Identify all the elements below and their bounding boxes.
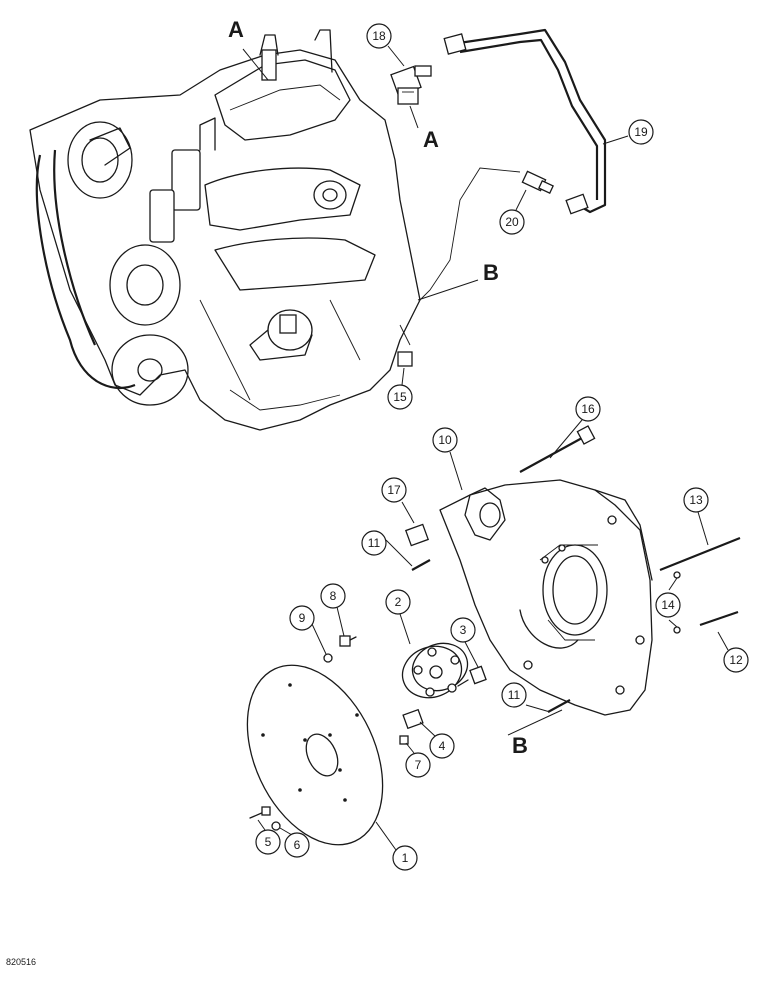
svg-text:4: 4 [439, 739, 446, 753]
lube-line-19 [443, 28, 607, 215]
callout-11-upper: 11 [361, 530, 387, 556]
callout-8: 8 [320, 583, 346, 609]
svg-text:5: 5 [265, 835, 272, 849]
callout-4: 4 [429, 733, 455, 759]
callout-5: 5 [255, 829, 281, 855]
svg-text:8: 8 [330, 589, 337, 603]
svg-text:6: 6 [294, 838, 301, 852]
callout-1: 1 [392, 845, 418, 871]
callout-13: 13 [683, 487, 709, 513]
svg-text:19: 19 [634, 125, 648, 139]
callout-17: 17 [381, 477, 407, 503]
callout-18: 18 [366, 23, 392, 49]
svg-text:7: 7 [415, 758, 422, 772]
flywheel-plate-1 [246, 664, 384, 846]
ref-letter-a-fitting: A [423, 127, 439, 152]
callout-7: 7 [405, 752, 431, 778]
callout-2: 2 [385, 589, 411, 615]
callout-16: 16 [575, 396, 601, 422]
figure-id: 820516 [6, 957, 36, 967]
oil-hose-b [419, 167, 521, 301]
svg-text:11: 11 [368, 536, 381, 550]
svg-text:20: 20 [505, 215, 519, 229]
ref-letter-b-engine: B [483, 260, 499, 285]
svg-text:18: 18 [372, 29, 386, 43]
coupling-2 [401, 642, 469, 699]
svg-text:1: 1 [402, 851, 409, 865]
svg-text:14: 14 [661, 598, 675, 612]
reference-letters: A A B B [228, 17, 528, 758]
svg-text:13: 13 [689, 493, 703, 507]
connector-20 [521, 170, 554, 195]
callout-19: 19 [628, 119, 654, 145]
svg-text:17: 17 [387, 483, 401, 497]
callouts: 18 19 20 15 16 10 17 11 [255, 23, 749, 871]
leader-lines [242, 45, 729, 851]
callout-15: 15 [387, 384, 413, 410]
callout-20: 20 [499, 209, 525, 235]
svg-text:16: 16 [581, 402, 595, 416]
callout-9: 9 [289, 605, 315, 631]
engine-assembly [29, 29, 421, 431]
ref-letter-a-engine: A [228, 17, 244, 42]
flywheel-housing-10 [439, 479, 653, 716]
svg-text:12: 12 [729, 653, 743, 667]
callout-11-lower: 11 [501, 682, 527, 708]
svg-text:11: 11 [508, 688, 521, 702]
callout-10: 10 [432, 427, 458, 453]
callout-14: 14 [655, 592, 681, 618]
svg-text:9: 9 [299, 611, 306, 625]
svg-text:3: 3 [460, 623, 467, 637]
hardware [249, 351, 741, 831]
callout-3: 3 [450, 617, 476, 643]
svg-text:10: 10 [438, 433, 452, 447]
callout-6: 6 [284, 832, 310, 858]
svg-text:15: 15 [393, 390, 407, 404]
callout-12: 12 [723, 647, 749, 673]
ref-letter-b-housing: B [512, 733, 528, 758]
svg-text:2: 2 [395, 595, 402, 609]
elbow-fitting-18 [390, 65, 432, 105]
